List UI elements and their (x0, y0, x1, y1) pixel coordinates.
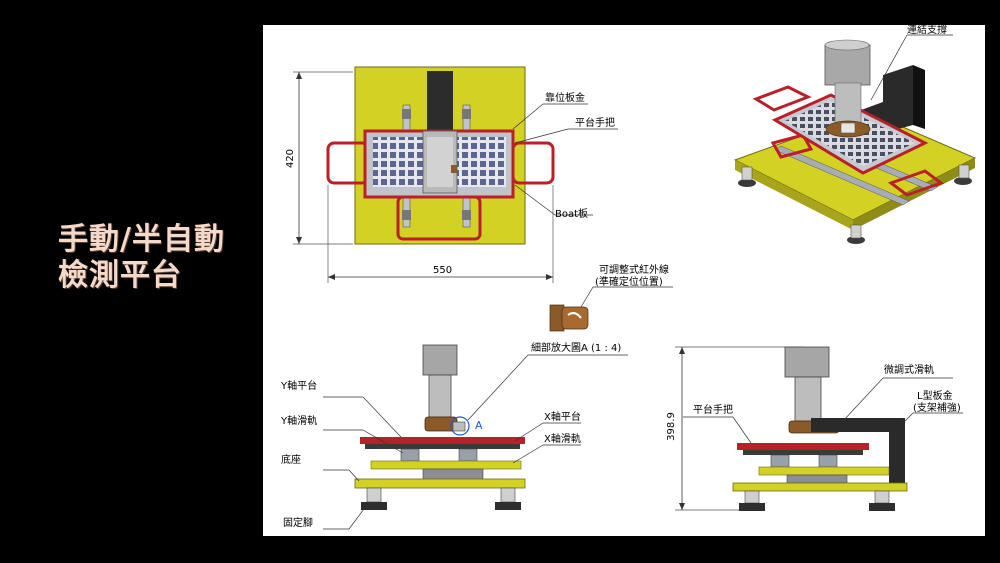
y-rail-label: Y軸滑軌 (281, 416, 318, 427)
connecting-support-label: 連結支撐 (907, 25, 947, 36)
slide-title: 手動/半自動 檢測平台 (58, 222, 225, 294)
iso-view (733, 34, 977, 244)
slide-title-line1: 手動/半自動 (58, 222, 225, 257)
ir-sensor-label-line2: (準確定位位置) (595, 277, 663, 288)
slide-title-line2: 檢測平台 (58, 258, 182, 293)
detail-view-label: 細部放大圖A (1 : 4) (531, 343, 622, 354)
top-view-leaders (512, 103, 618, 216)
platform-handle-label-side: 平台手把 (693, 405, 733, 416)
front-view-leaders (323, 354, 628, 530)
ir-sensor (549, 286, 673, 332)
drawing-sheet: 420 550 靠位板金 平台手把 Boat板 連結支撐 可調整式紅外線 (準確… (263, 25, 985, 536)
engineering-drawing (293, 34, 977, 530)
front-view (354, 344, 526, 510)
positioning-plate-label: 靠位板金 (545, 93, 585, 104)
side-view-height-dimension: 398.9 (665, 412, 677, 441)
l-bracket-label-line2: (支架補強) (913, 403, 961, 414)
fine-rail-label: 微調式滑軌 (884, 365, 934, 376)
top-view (293, 66, 555, 283)
side-view (675, 346, 908, 511)
top-view-width-dimension: 550 (433, 265, 453, 276)
base-label: 底座 (281, 455, 301, 466)
x-rail-label: X軸滑軌 (544, 434, 581, 445)
x-platform-label: X軸平台 (544, 412, 581, 423)
fixed-feet-label: 固定腳 (283, 518, 313, 529)
ir-sensor-label-line1: 可調整式紅外線 (599, 265, 669, 276)
platform-handle-label-top: 平台手把 (575, 118, 615, 129)
boat-plate-label: Boat板 (555, 209, 589, 220)
y-platform-label: Y軸平台 (281, 381, 318, 392)
l-bracket-label-line1: L型板金 (917, 391, 953, 402)
top-view-height-dimension: 420 (285, 148, 297, 169)
side-view-leaders (683, 377, 963, 444)
detail-marker-a: A (475, 419, 483, 432)
